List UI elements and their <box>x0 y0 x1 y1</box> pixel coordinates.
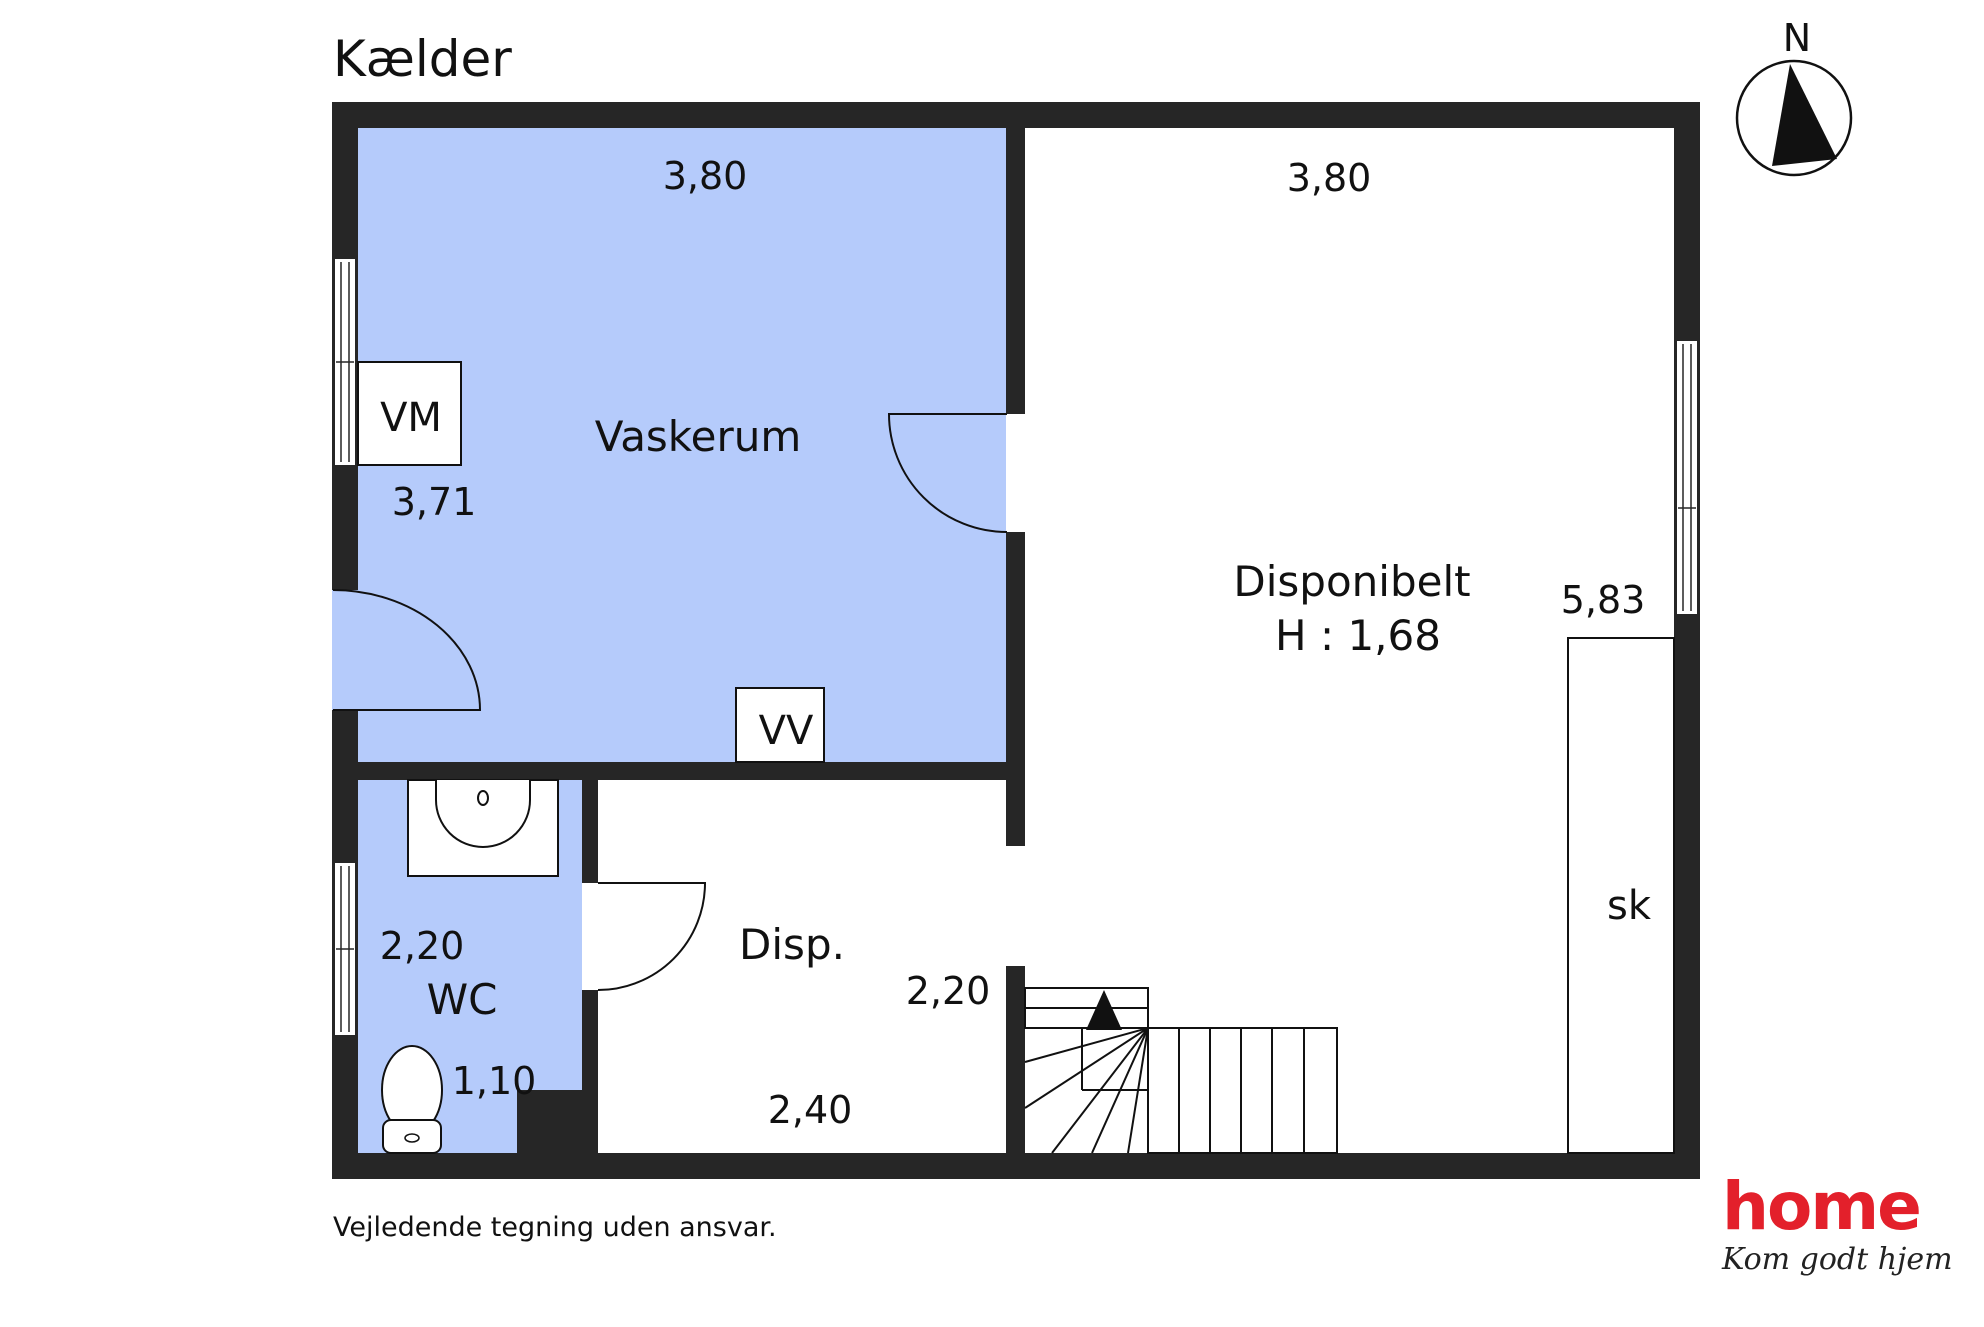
interior-wall <box>1006 780 1025 846</box>
dimension-vaskerum-width: 3,80 <box>662 154 748 198</box>
window <box>1675 339 1699 616</box>
window <box>333 257 357 467</box>
room-height-label: H : 1,68 <box>1275 610 1441 660</box>
door-swing <box>332 589 482 711</box>
interior-wall <box>1006 532 1025 780</box>
logo-house-icon <box>1759 1194 1779 1215</box>
room-label-wc: WC <box>426 974 498 1024</box>
stair-direction-arrow-icon <box>1086 990 1122 1030</box>
window <box>333 861 357 1037</box>
fixture-label-vv: VV <box>758 708 814 754</box>
dimension-disp-depth: 2,20 <box>905 969 991 1013</box>
washing-machine-box <box>357 361 462 466</box>
disclaimer-text: Vejledende tegning uden ansvar. <box>333 1212 777 1243</box>
room-label-vaskerum: Vaskerum <box>594 411 802 461</box>
dimension-wc-width: 1,10 <box>451 1059 537 1103</box>
room-label-disp: Disp. <box>739 919 845 969</box>
door-swing <box>597 882 707 991</box>
door-opening <box>332 590 358 710</box>
north-compass-icon <box>1735 59 1853 177</box>
dimension-disponibelt-depth: 5,83 <box>1560 578 1646 622</box>
north-label: N <box>1782 16 1812 60</box>
cabinet-box <box>1567 637 1675 1154</box>
interior-wall <box>1006 966 1025 1153</box>
dimension-vaskerum-depth: 3,71 <box>391 480 477 524</box>
vaskerum-floor <box>358 128 1006 762</box>
dimension-disponibelt-width: 3,80 <box>1286 156 1372 200</box>
interior-wall <box>358 762 1025 780</box>
toilet-icon <box>381 1045 443 1154</box>
interior-wall <box>582 780 598 883</box>
interior-wall <box>517 1090 598 1153</box>
interior-wall <box>1006 128 1025 414</box>
door-opening <box>1006 414 1025 532</box>
fixture-label-vm: VM <box>380 395 442 441</box>
dimension-disp-width: 2,40 <box>767 1088 853 1132</box>
brand-logo: home <box>1722 1168 1922 1245</box>
page-title: Kælder <box>333 30 512 88</box>
water-heater-box <box>735 687 825 763</box>
door-opening <box>582 883 598 990</box>
dimension-wc-depth: 2,20 <box>379 924 465 968</box>
brand-tagline: Kom godt hjem <box>1722 1242 1953 1277</box>
room-label-disponibelt: Disponibelt <box>1233 556 1471 606</box>
sink-icon <box>407 779 559 877</box>
door-swing <box>887 413 1008 533</box>
fixture-label-sk: sk <box>1606 883 1652 929</box>
